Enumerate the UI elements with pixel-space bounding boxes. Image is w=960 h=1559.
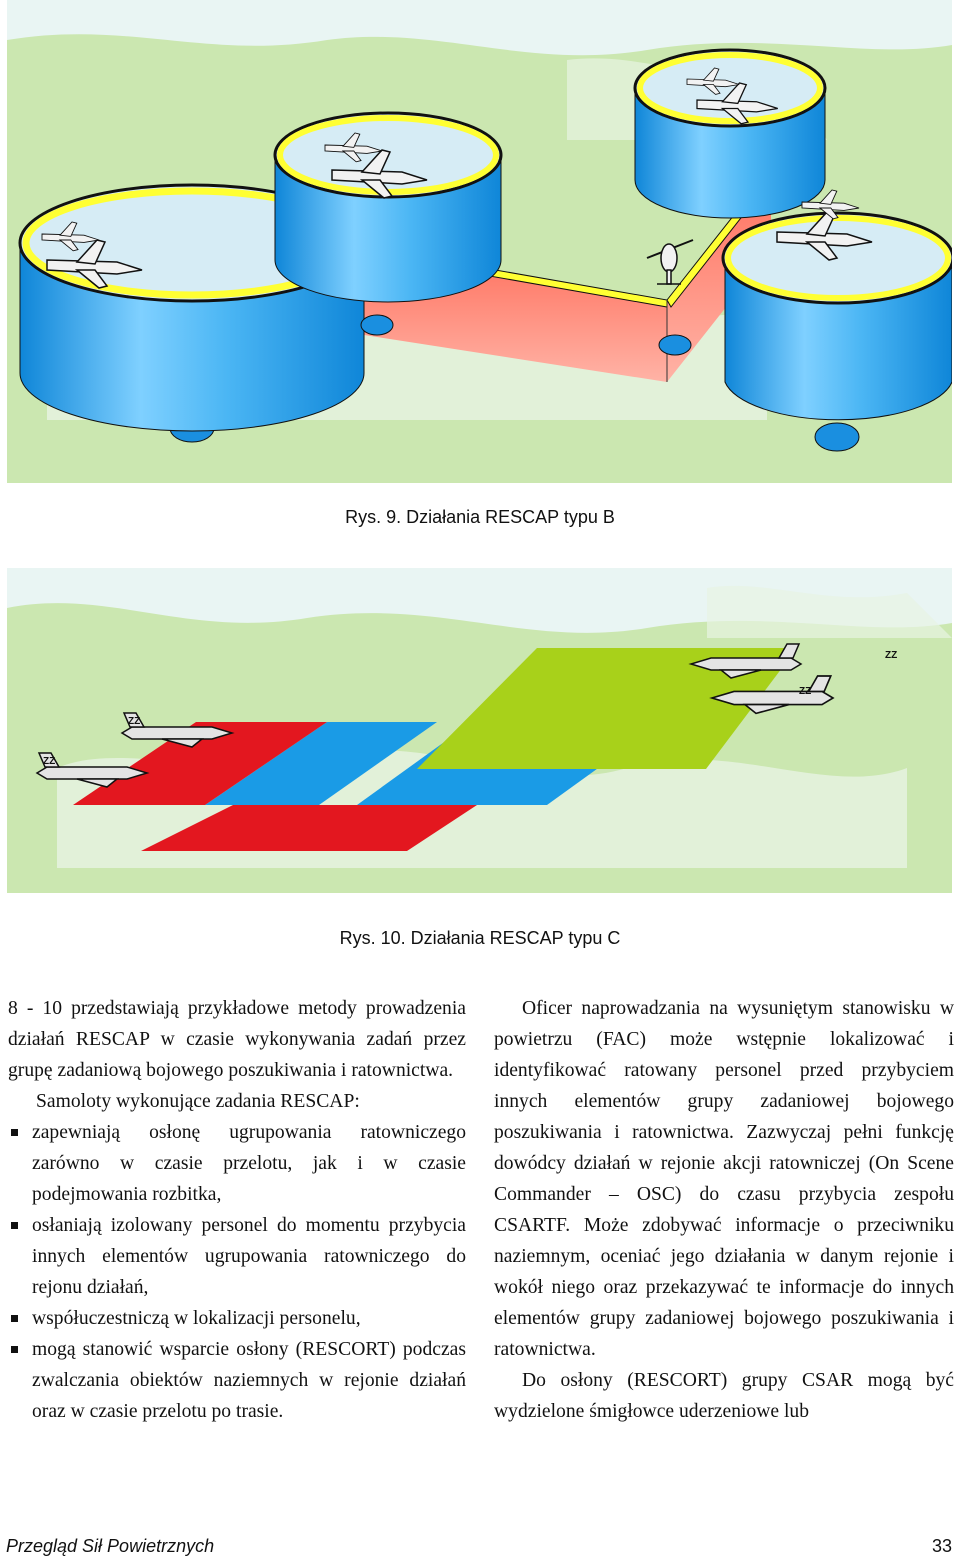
fighter-jet-icon: [324, 132, 383, 163]
fighter-jet-icon: [41, 221, 100, 252]
bullet-square-icon: [11, 1315, 18, 1322]
tail-mark: ZZ: [799, 686, 811, 697]
lead-sentence: Samoloty wykonujące zadania RESCAP:: [36, 1091, 360, 1112]
orbit-cylinder-3: [633, 48, 827, 356]
bullet-item: zapewniają osłonę ugrupowania ratownicze…: [8, 1117, 466, 1210]
bullet-text: zapewniają osłonę ugrupowania ratownicze…: [32, 1122, 466, 1205]
bullet-text: mogą stanowić wsparcie osłony (RESCORT) …: [32, 1339, 466, 1422]
fighter-jet-icon: [776, 211, 873, 261]
fighter-jet-icon: [46, 239, 143, 289]
intro-paragraph: 8 - 10 przedstawiają przykładowe metody …: [8, 998, 466, 1081]
page-number: 33: [931, 1536, 952, 1556]
bullet-item: współuczestniczą w lokalizacji personelu…: [8, 1303, 466, 1334]
left-text-column: 8 - 10 przedstawiają przykładowe metody …: [8, 993, 466, 1427]
sector-green: [417, 648, 797, 769]
rescap-type-b-illustration: [7, 0, 952, 483]
figure-9-caption: Rys. 9. Działania RESCAP typu B: [345, 507, 615, 527]
right-text-column: Oficer naprowadzania na wysuniętym stano…: [494, 993, 954, 1427]
tail-mark: ZZ: [128, 716, 140, 727]
eagle-jet-icon: [688, 643, 803, 679]
bullet-square-icon: [11, 1346, 18, 1353]
bullet-item: mogą stanowić wsparcie osłony (RESCORT) …: [8, 1334, 466, 1427]
bullet-square-icon: [11, 1222, 18, 1229]
sector-red: [73, 722, 327, 805]
fighter-jet-icon: [686, 67, 740, 95]
fighter-jet-icon: [696, 82, 778, 125]
eagle-jet-icon: ZZ: [35, 752, 150, 788]
eagle-jet-icon: [709, 675, 835, 715]
eagle-jet-icon: ZZ: [120, 712, 235, 748]
helicopter-icon: [646, 239, 694, 285]
sector-blue: [205, 722, 437, 805]
figure-10-caption: Rys. 10. Działania RESCAP typu C: [339, 928, 621, 948]
figure-rescap-type-b: [7, 0, 952, 483]
rescort-paragraph: Do osłony (RESCORT) grupy CSAR mogą być …: [494, 1370, 954, 1422]
bullet-item: osłaniają izolowany personel do momentu …: [8, 1210, 466, 1303]
journal-title: Przegląd Sił Powietrznych: [6, 1536, 215, 1556]
tail-mark: ZZ: [43, 756, 55, 767]
rescap-type-c-illustration: ZZ ZZ ZZ ZZ: [7, 568, 952, 893]
bullet-square-icon: [11, 1129, 18, 1136]
fighter-jet-icon: [801, 189, 860, 220]
bullet-text: osłaniają izolowany personel do momentu …: [32, 1215, 466, 1298]
figure-rescap-type-c: ZZ ZZ ZZ ZZ: [7, 568, 952, 893]
tail-mark: ZZ: [885, 650, 897, 661]
bullet-text: współuczestniczą w lokalizacji personelu…: [32, 1308, 361, 1329]
fac-paragraph: Oficer naprowadzania na wysuniętym stano…: [494, 998, 954, 1360]
sector-red-lower: [141, 805, 477, 851]
cloud-patch: [707, 585, 952, 638]
fighter-jet-icon: [331, 149, 428, 199]
